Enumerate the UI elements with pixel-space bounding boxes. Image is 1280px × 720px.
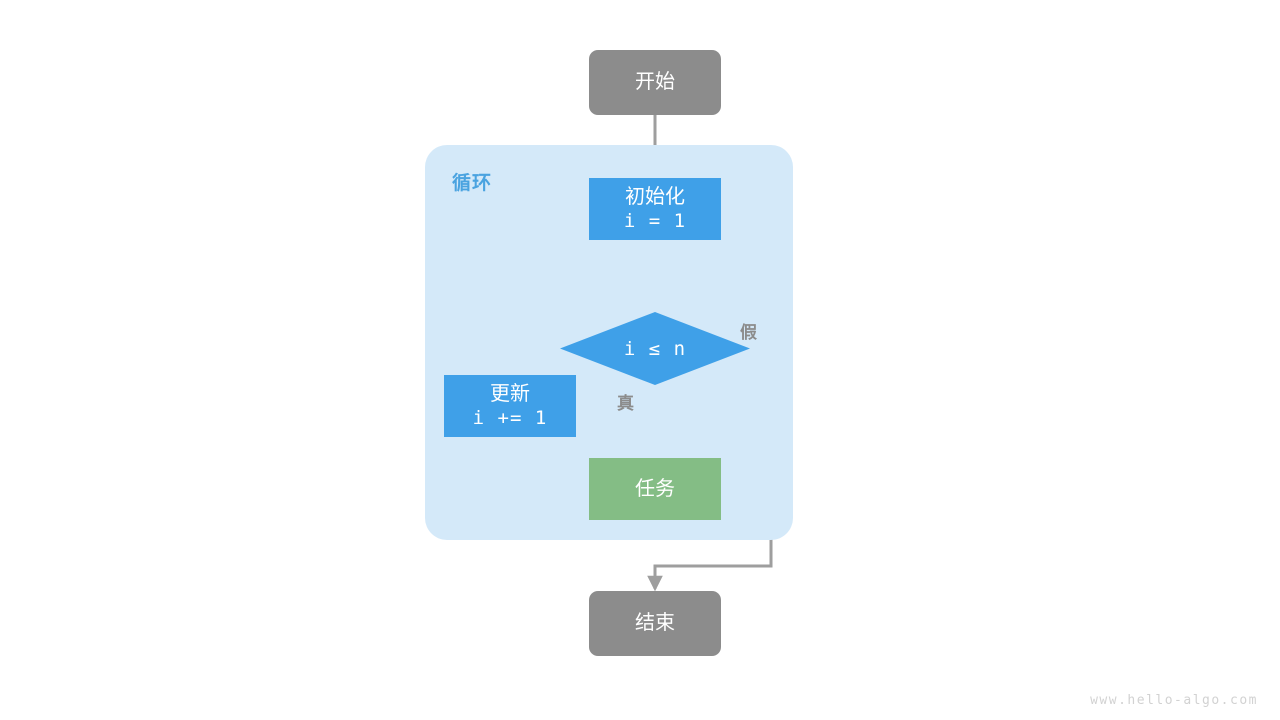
node-update-title: 更新 xyxy=(490,382,530,405)
node-update-expression: i += 1 xyxy=(472,406,548,429)
node-condition[interactable]: i ≤ n xyxy=(560,312,750,385)
edge-label-false: 假 xyxy=(740,323,757,342)
node-update[interactable]: 更新 i += 1 xyxy=(444,375,576,437)
node-initialize-title: 初始化 xyxy=(625,185,685,208)
node-initialize[interactable]: 初始化 i = 1 xyxy=(589,178,721,240)
node-start[interactable]: 开始 xyxy=(589,50,721,115)
node-end[interactable]: 结束 xyxy=(589,591,721,656)
edge-label-true: 真 xyxy=(617,394,634,413)
node-initialize-expression: i = 1 xyxy=(623,209,687,232)
node-task[interactable]: 任务 xyxy=(589,458,721,520)
node-task-label: 任务 xyxy=(635,477,675,500)
watermark: www.hello-algo.com xyxy=(1090,693,1258,708)
loop-group-label: 循环 xyxy=(452,173,493,194)
node-start-label: 开始 xyxy=(635,71,675,93)
node-condition-label: i ≤ n xyxy=(623,337,687,360)
node-end-label: 结束 xyxy=(635,612,675,634)
